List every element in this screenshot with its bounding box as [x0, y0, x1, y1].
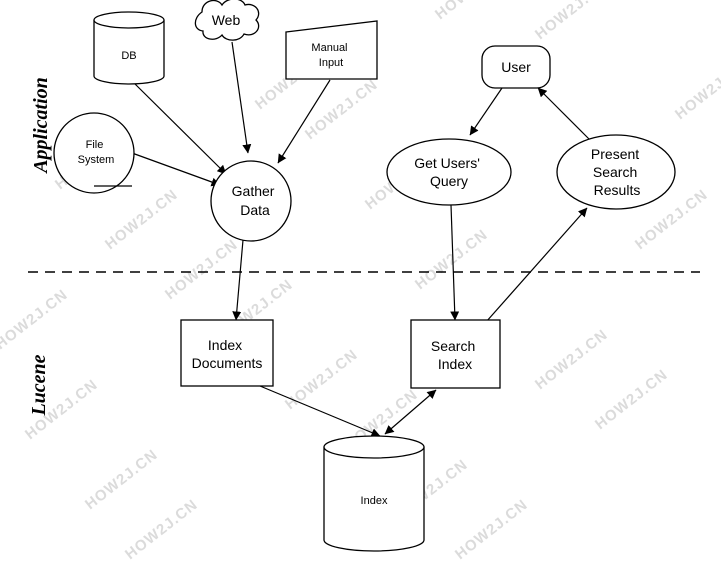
watermark-text: HOW2J.CN [122, 496, 201, 562]
edge-web-to-gather-data [231, 41, 252, 154]
watermark-text: HOW2J.CN [532, 326, 611, 393]
present-search-results-label: Present Search Results [591, 146, 643, 198]
watermark-text: HOW2J.CN [82, 446, 161, 513]
present-search-results-node: Present Search Results [556, 134, 676, 210]
edge-get-query-to-search-index [450, 204, 460, 321]
gather-data-node: Gather Data [210, 160, 292, 242]
index-documents-label: Index Documents [192, 337, 263, 371]
watermark-text: HOW2J.CN [102, 186, 181, 253]
search-index-label: Search Index [431, 338, 479, 372]
index-documents-node: Index Documents [180, 319, 274, 387]
region-label-lucene: Lucene [28, 354, 50, 416]
watermark-text: HOW2J.CN [162, 236, 241, 303]
watermark-text: HOW2J.CN [282, 346, 361, 413]
index-storage-node: Index [323, 435, 425, 552]
file-system-node: File System [53, 112, 135, 194]
watermark-text: HOW2J.CN [302, 76, 381, 143]
user-node: User [481, 45, 551, 89]
edge-search-index-to-present-results [485, 207, 588, 323]
db-label: DB [121, 50, 136, 62]
db-node: DB [93, 11, 165, 85]
edge-index-documents-to-index [259, 385, 381, 437]
edge-manual-input-to-gather-data [277, 79, 331, 164]
web-label: Web [212, 12, 241, 28]
get-users-query-node: Get Users' Query [386, 138, 512, 206]
watermark-text: HOW2J.CN [532, 0, 611, 43]
watermark-text: HOW2J.CN [452, 496, 531, 562]
manual-input-label: Manual Input [311, 42, 350, 69]
user-label: User [501, 59, 531, 75]
search-index-node: Search Index [410, 319, 501, 389]
get-users-query-label: Get Users' Query [414, 155, 484, 189]
index-storage-label: Index [361, 495, 388, 507]
watermark-text: HOW2J.CN [672, 56, 721, 123]
watermark-text: HOW2J.CN [592, 366, 671, 433]
region-label-application: Application [30, 77, 52, 175]
gather-data-label: Gather Data [232, 183, 279, 218]
file-system-label: File System [78, 139, 115, 166]
manual-input-node: Manual Input [285, 20, 378, 80]
edge-gather-data-to-index-documents [232, 239, 244, 321]
watermark-text: HOW2J.CN [432, 0, 511, 23]
edge-file-system-to-gather-data [131, 152, 221, 187]
watermark-text: HOW2J.CN [0, 286, 71, 353]
edge-user-to-get-query [469, 87, 503, 136]
web-node: Web [194, 0, 260, 41]
edge-present-results-to-user [537, 87, 591, 141]
edge-search-index-to-index [384, 389, 437, 435]
edge-db-to-gather-data [132, 81, 227, 175]
